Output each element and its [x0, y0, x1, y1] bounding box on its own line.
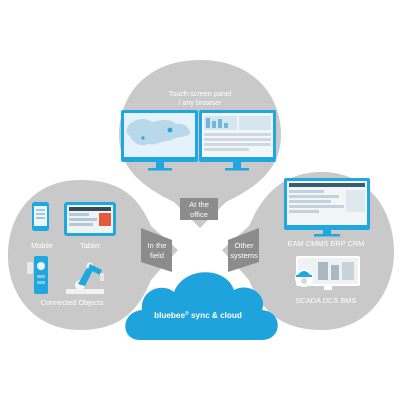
field-label-2: field [150, 251, 164, 260]
field-label-1: In the [148, 241, 167, 250]
smartphone-icon [32, 202, 49, 231]
cloud-registered-mark: ® [185, 310, 189, 317]
office-label-2: office [190, 210, 208, 219]
cloud-label: bluebee® sync & cloud [154, 310, 242, 320]
systems-label-2: systems [230, 251, 258, 260]
desktop-monitor-icon [284, 178, 370, 237]
connected-objects-label: Connected Objects [41, 298, 104, 307]
tablet-icon [64, 202, 116, 236]
cloud-text-rest: sync & cloud [189, 311, 242, 320]
erp-label: EAM CMMS ERP CRM [288, 239, 365, 248]
systems-label-1: Other [235, 241, 254, 250]
dual-monitor-icon [121, 110, 276, 171]
scada-monitor-icon [295, 256, 360, 290]
cloud-brand: bluebee [154, 311, 185, 320]
cloud-icon [125, 272, 278, 340]
panel-title-2: / any browser [178, 98, 222, 107]
robot-arm-icon [66, 262, 104, 294]
office-connector [180, 198, 218, 220]
tablet-label: Tablet [80, 241, 100, 250]
systems-connector [228, 228, 259, 272]
panel-title-1: Touch-screen panel [169, 89, 232, 98]
scada-label: SCADA DCS BMS [296, 296, 357, 305]
mobile-label: Mobile [31, 241, 53, 250]
field-bubble [8, 180, 178, 330]
sensor-device-icon [27, 256, 48, 294]
office-label-1: At the [189, 200, 209, 209]
field-connector [141, 228, 172, 272]
